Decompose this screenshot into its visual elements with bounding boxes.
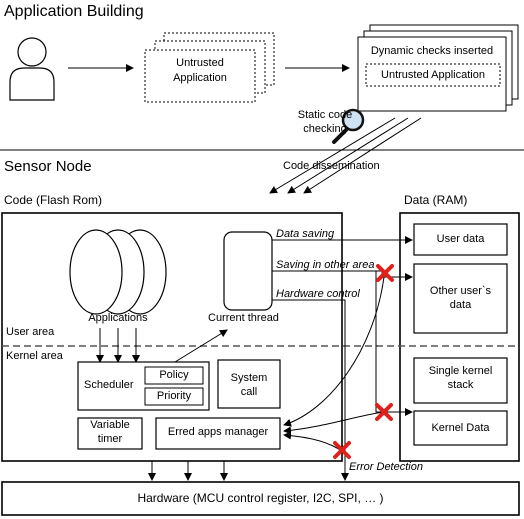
untrusted-app-label-2: Application <box>173 72 227 84</box>
policy-label: Policy <box>159 369 189 381</box>
scheduler-to-thread-arrow <box>174 329 228 363</box>
data-ram-title: Data (RAM) <box>404 193 468 207</box>
code-dissemination-label: Code dissemination <box>283 160 380 172</box>
error-return-arrow-1 <box>283 276 385 427</box>
scheduler-label: Scheduler <box>84 379 134 391</box>
code-flash-rom-box <box>1 212 343 462</box>
user-data-label: User data <box>436 233 485 245</box>
single-kernel-label-1: Single kernel <box>428 365 493 377</box>
untrusted-app-stack <box>144 32 275 103</box>
applications-icon <box>69 229 167 315</box>
magnifier-icon <box>332 108 365 144</box>
variable-timer-box <box>77 417 143 450</box>
erred-apps-manager-label: Erred apps manager <box>167 426 269 438</box>
single-kernel-stack-box <box>413 357 508 404</box>
static-check-label-1: Static code <box>297 109 353 121</box>
priority-box <box>144 387 204 406</box>
hardware-label: Hardware (MCU control register, I2C, SPI… <box>137 491 384 505</box>
other-user-label-2: data <box>449 299 472 311</box>
kernel-data-label: Kernel Data <box>431 422 490 434</box>
system-call-label-2: call <box>240 386 258 398</box>
untrusted-application-label: Untrusted Application <box>381 69 485 81</box>
error-detection-label: Error Detection <box>349 461 423 473</box>
user-area-label: User area <box>6 326 55 338</box>
sensor-node-title: Sensor Node <box>4 158 92 175</box>
policy-box <box>144 366 204 385</box>
applications-label: Applications <box>88 312 148 324</box>
system-call-label-1: System <box>230 372 268 384</box>
data-ram-box <box>399 212 520 462</box>
single-kernel-label-2: stack <box>447 379 474 391</box>
data-saving-label: Data saving <box>276 228 335 240</box>
other-user-label-1: Other user`s <box>429 285 492 297</box>
current-thread-label: Current thread <box>208 312 279 324</box>
dissemination-arrows <box>269 117 422 194</box>
application-building-title: Application Building <box>4 3 144 20</box>
error-cross-icon <box>375 403 393 421</box>
variable-timer-label-2: timer <box>97 433 123 445</box>
saving-other-area-label: Saving in other area <box>276 259 375 271</box>
variable-timer-label-1: Variable <box>90 419 130 431</box>
dynamic-checks-label: Dynamic checks inserted <box>370 45 494 57</box>
kernel-data-box <box>413 410 508 446</box>
error-return-arrow-2 <box>283 411 385 435</box>
kernel-area-label: Kernel area <box>6 350 63 362</box>
untrusted-app-label-1: Untrusted <box>176 57 224 69</box>
developer-person-icon <box>9 37 55 101</box>
kernel-data-arrow <box>375 271 413 416</box>
current-thread-box <box>223 231 273 311</box>
priority-label: Priority <box>156 390 192 402</box>
code-flash-rom-title: Code (Flash Rom) <box>4 193 103 207</box>
hardware-box <box>1 481 520 516</box>
error-cross-icon <box>333 441 351 459</box>
system-call-box <box>217 359 281 409</box>
static-check-label-2: checking <box>303 123 347 135</box>
error-cross-icon <box>376 264 394 282</box>
other-user-data-box <box>413 263 508 334</box>
user-data-box <box>413 223 508 256</box>
checked-app-stack <box>357 24 519 112</box>
hardware-control-label: Hardware control <box>276 288 360 300</box>
hardware-control-line <box>272 299 346 470</box>
erred-apps-manager-box <box>155 417 281 450</box>
